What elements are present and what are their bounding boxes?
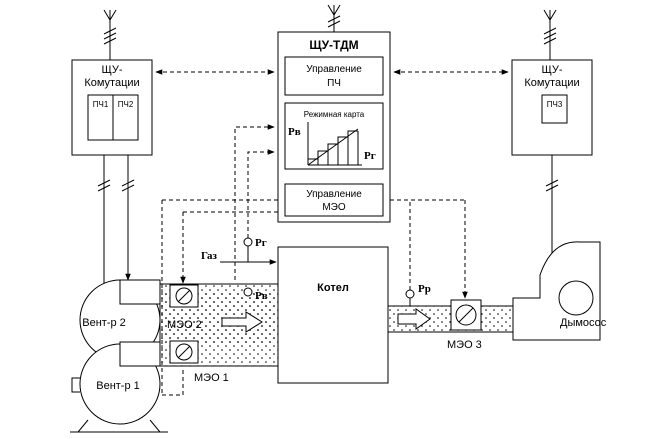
pch2-block [112,94,139,141]
meo3-label: МЭО 3 [447,339,482,351]
gas-line: Газ [201,250,277,265]
mode-map-graph [307,122,362,166]
pch2-label: ПЧ2 [118,100,134,109]
shu-right-line2: Комутации [524,77,579,89]
fan-1-label: Вент-р 1 [96,380,140,392]
sensor-pv-label: Рв [255,290,268,302]
mode-map-block [284,102,384,170]
shu-tdm-title: ЩУ-ТДМ [309,38,358,52]
shu-switching-right: ЩУ- Комутации ПЧ3 [511,59,593,156]
pch3-label: ПЧ3 [547,100,563,109]
power-input-right [543,9,557,60]
flue-flow-arrow [397,308,431,330]
sensor-pr-label: Рр [418,283,431,295]
meo-control-block [284,183,384,217]
meo1-label: МЭО 1 [194,372,229,384]
shu-tdm-panel: ЩУ-ТДМ Управление ПЧ Режимная карта Рв Р… [277,31,391,223]
air-flow-arrow [221,311,263,333]
sensor-pv: Рв [243,287,268,302]
mode-map-title: Режимная карта [304,110,365,119]
power-input-center [327,4,341,32]
shu-right-line1: ЩУ- [542,64,563,76]
gas-label: Газ [201,250,218,262]
shu-left-line2: Комутации [84,77,139,89]
meo-control-line2: МЭО [322,202,346,213]
sensor-pr: Рр [405,283,431,306]
smoke-exhauster-label: Дымосос [560,317,607,329]
pch-control-block [284,56,384,96]
boiler: Котел [277,246,389,384]
pch1-label: ПЧ1 [93,100,109,109]
fan-1: Вент-р 1 [70,341,168,433]
flue-duct [387,299,514,333]
sensor-pg-label: Рг [255,237,267,249]
sensor-pg: Рг [243,237,267,262]
pch3-block [541,94,568,124]
fan-2: Вент-р 2 [79,279,161,361]
pch-control-line2: ПЧ [327,78,341,89]
mode-map-pv-label: Рв [288,126,301,138]
mode-map-pg-label: Рг [364,150,376,162]
shu-left-line1: ЩУ- [102,64,123,76]
boiler-label: Котел [317,282,349,294]
smoke-exhauster: Дымосос [512,241,607,341]
power-input-left [103,9,117,60]
pch-control-line1: Управление [306,64,362,75]
shu-switching-left: ЩУ- Комутации ПЧ1 ПЧ2 [71,59,153,156]
fan-2-label: Вент-р 2 [82,317,126,329]
meo2-label: МЭО 2 [167,319,202,331]
meo-control-line1: Управление [306,189,362,200]
